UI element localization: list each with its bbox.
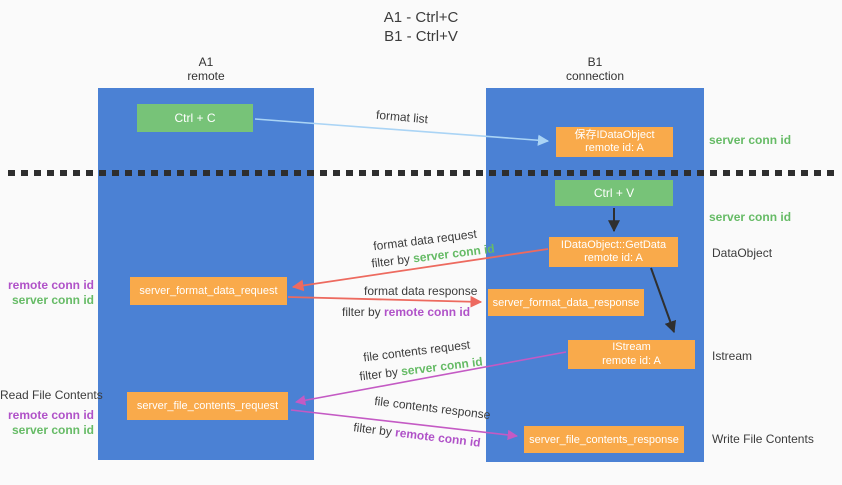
node-istream-line2: remote id: A: [602, 354, 661, 367]
lane-left-title: A1: [198, 55, 214, 69]
node-save-idataobject-line1: 保存IDataObject: [574, 128, 655, 141]
filter-by-text: filter by: [352, 420, 397, 440]
left-remote-conn-id-1: remote conn id: [7, 278, 94, 292]
node-getdata-line1: IDataObject::GetData: [560, 238, 667, 251]
right-server-conn-id-top: server conn id: [709, 133, 792, 147]
write-file-contents-label: Write File Contents: [712, 432, 814, 446]
node-server-file-contents-response: server_file_contents_response: [524, 426, 684, 453]
lane-right-subtitle: connection: [565, 68, 625, 83]
node-server-format-data-response-label: server_format_data_response: [492, 296, 640, 309]
node-server-format-data-response: server_format_data_response: [488, 289, 644, 316]
node-istream: IStream remote id: A: [568, 340, 695, 369]
node-istream-line1: IStream: [612, 341, 651, 353]
node-server-file-contents-request: server_file_contents_request: [127, 392, 288, 420]
right-server-conn-id-mid: server conn id: [709, 210, 792, 224]
node-ctrl-c-label: Ctrl + C: [174, 111, 216, 125]
left-server-conn-id-1: server conn id: [11, 292, 94, 307]
node-ctrl-c: Ctrl + C: [137, 104, 253, 132]
title-line-2: B1 - Ctrl+V: [384, 28, 458, 45]
node-ctrl-v: Ctrl + V: [555, 180, 673, 206]
node-server-file-contents-request-label: server_file_contents_request: [136, 400, 279, 412]
node-getdata-line2: remote id: A: [584, 252, 643, 264]
remote-conn-id-text: remote conn id: [384, 305, 471, 319]
filter-by-text: filter by: [358, 364, 403, 384]
node-server-format-data-request-label: server_format_data_request: [139, 285, 278, 297]
lane-right-title: B1: [587, 55, 603, 69]
label-format-list: format list: [375, 107, 429, 127]
dotted-divider: [8, 170, 836, 176]
page-title: A1 - Ctrl+C B1 - Ctrl+V: [0, 8, 842, 46]
label-format-data-response: format data response: [364, 284, 478, 298]
lane-header-left: A1 remote: [146, 55, 266, 83]
node-server-file-contents-response-label: server_file_contents_response: [529, 433, 679, 446]
left-conn-id-group-2: remote conn id server conn id: [0, 408, 94, 437]
istream-label: Istream: [712, 349, 753, 363]
remote-conn-id-text: remote conn id: [394, 425, 482, 450]
read-file-contents-label: Read File Contents: [0, 388, 103, 402]
node-ctrl-v-label: Ctrl + V: [593, 186, 635, 200]
lane-left-subtitle: remote: [187, 68, 225, 83]
dataobject-label: DataObject: [712, 246, 773, 260]
left-remote-conn-id-2: remote conn id: [7, 408, 94, 422]
lane-header-right: B1 connection: [535, 55, 655, 83]
left-server-conn-id-2: server conn id: [11, 422, 94, 437]
label-filter-by-remote-conn-id-1: filter by remote conn id: [342, 305, 470, 319]
filter-by-text: filter by: [342, 305, 385, 319]
node-save-idataobject: 保存IDataObject remote id: A: [556, 127, 673, 157]
label-filter-by-remote-conn-id-2: filter by remote conn id: [353, 420, 482, 449]
node-server-format-data-request: server_format_data_request: [130, 277, 287, 305]
filter-by-text: filter by: [370, 251, 415, 271]
node-save-idataobject-line2: remote id: A: [585, 142, 644, 154]
label-file-contents-response: file contents response: [373, 393, 492, 423]
left-conn-id-group-1: remote conn id server conn id: [0, 278, 94, 307]
title-line-1: A1 - Ctrl+C: [383, 9, 459, 26]
node-idataobject-getdata: IDataObject::GetData remote id: A: [549, 237, 678, 267]
